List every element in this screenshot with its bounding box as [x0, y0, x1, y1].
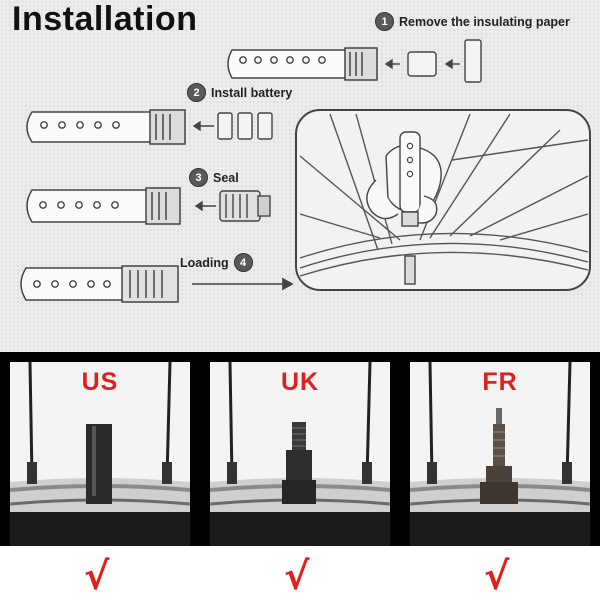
valve-label-us: US: [81, 368, 119, 396]
battery-icons: [217, 112, 273, 140]
valve-types-area: US UK: [0, 352, 600, 600]
step-1-text: Remove the insulating paper: [399, 14, 570, 29]
insulating-paper-cap: [407, 39, 482, 83]
valve-panel-uk: UK: [210, 362, 390, 546]
check-fr: √: [484, 554, 510, 598]
step-4-text: Loading: [180, 255, 229, 270]
valve-panel-fr: FR: [410, 362, 590, 546]
step-1-label: 1 Remove the insulating paper: [370, 12, 570, 31]
step-1-arrow: [384, 58, 460, 70]
step-2-label: 2 Install battery: [182, 83, 292, 102]
compatibility-checks: √ √ √: [0, 552, 600, 600]
step-3-arrow: [194, 200, 216, 212]
instructions-area: Installation 1 Remove the insulating pap…: [0, 0, 600, 352]
step-3-label: 3 Seal: [184, 168, 239, 187]
valve-label-uk: UK: [280, 368, 320, 396]
step-3-light-body: [26, 187, 181, 225]
fr-valve-photo: [410, 362, 590, 546]
step-3-text: Seal: [213, 170, 239, 185]
step-1-number: 1: [375, 12, 394, 31]
step-2-number: 2: [187, 83, 206, 102]
step-2-arrow: [192, 120, 214, 132]
seal-cap: [219, 190, 271, 222]
wheel-scene: [295, 109, 591, 291]
wheel-light-holes: [406, 142, 414, 178]
step-3-number: 3: [189, 168, 208, 187]
step-1-light-body: [227, 47, 378, 81]
step-4-arrow: [192, 277, 294, 291]
step-4-number: 4: [233, 253, 253, 272]
panel-divider-strip: [0, 546, 600, 552]
step-2-light-body: [26, 109, 186, 145]
valve-panel-us: US: [10, 362, 190, 546]
step-2-text: Install battery: [211, 85, 293, 100]
uk-valve-photo: [210, 362, 390, 546]
check-uk: √: [284, 554, 310, 598]
us-valve-photo: [10, 362, 190, 546]
check-us: √: [84, 554, 110, 598]
installation-diagram: [20, 39, 591, 303]
step-4-light-assembled: [20, 265, 179, 303]
step-4-label: 4 Loading: [180, 253, 258, 272]
valve-label-fr: FR: [482, 368, 518, 396]
page-title: Installation: [12, 0, 198, 38]
